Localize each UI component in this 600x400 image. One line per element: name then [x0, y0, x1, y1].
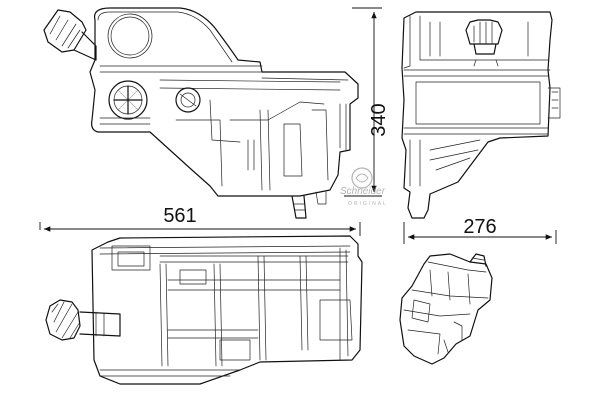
length-dimension-label: 561	[163, 205, 196, 227]
depth-dimension: 276	[403, 216, 557, 244]
front-view	[401, 11, 561, 219]
isometric-view	[399, 253, 493, 365]
logo-brand-text: Schneider	[340, 186, 386, 197]
top-view	[45, 235, 363, 385]
logo-sub-text: ORIGINAL	[348, 201, 388, 207]
height-dimension-label: 340	[368, 103, 390, 136]
side-view	[43, 7, 359, 219]
height-dimension: 340	[344, 7, 390, 197]
schneider-logo: Schneider ORIGINAL	[340, 167, 388, 207]
length-dimension: 561	[39, 205, 361, 236]
depth-dimension-label: 276	[463, 216, 496, 238]
